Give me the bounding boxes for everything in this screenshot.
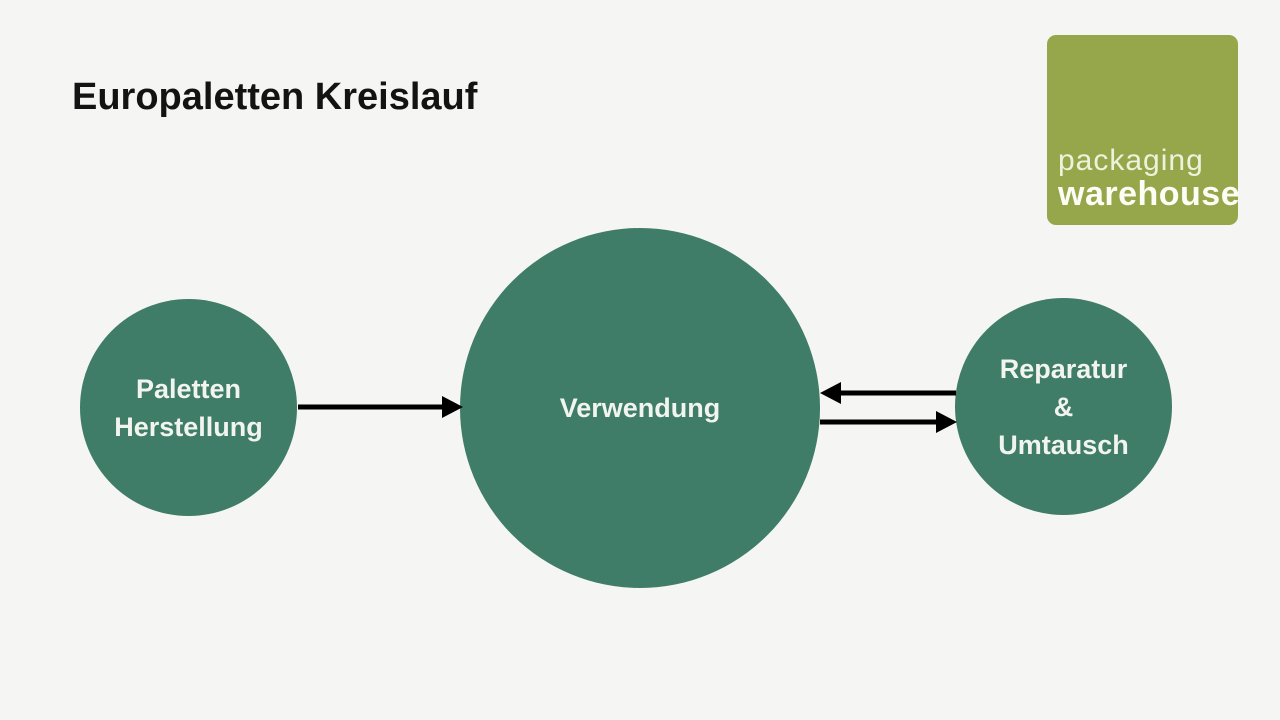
node-label-line: & (1053, 391, 1074, 422)
logo-line-warehouse: warehouse (1058, 175, 1241, 213)
node-label-line: Reparatur (999, 353, 1128, 384)
arrow-reparatur-to-verwendung (820, 382, 956, 404)
logo-line-packaging: packaging (1058, 144, 1204, 177)
arrow-verwendung-to-reparatur (820, 411, 957, 433)
node-paletten-herstellung: Paletten Herstellung (80, 299, 297, 516)
node-label-line: Verwendung (559, 393, 721, 423)
node-reparatur-umtausch: Reparatur & Umtausch (955, 298, 1172, 515)
slide-title: Europaletten Kreislauf (72, 76, 478, 118)
node-label-line: Umtausch (998, 429, 1129, 460)
arrow-herstellung-to-verwendung (298, 396, 463, 418)
node-label-line: Herstellung (114, 411, 263, 442)
node-label-line: Paletten (135, 373, 242, 404)
node-verwendung: Verwendung (460, 228, 820, 588)
packaging-warehouse-logo: packaging warehouse (1047, 35, 1241, 225)
